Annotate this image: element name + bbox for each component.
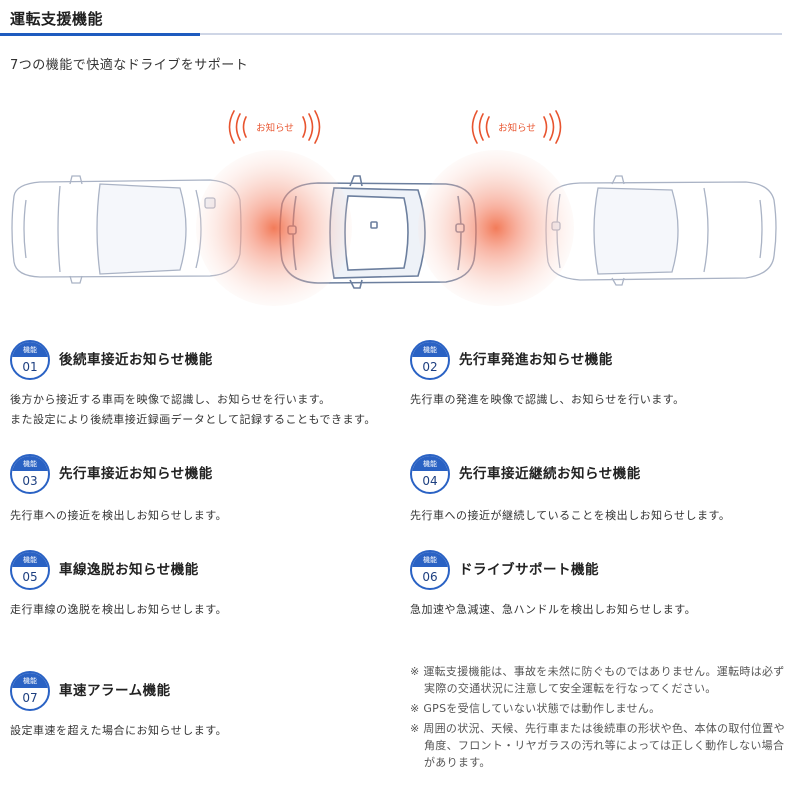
feature-badge: 機能 05 — [10, 550, 50, 590]
feature-badge-label: 機能 — [12, 456, 48, 471]
feature-description: 先行車への接近を検出しお知らせします。 — [10, 509, 228, 522]
rear-alert-glow — [196, 150, 352, 306]
feature-badge-number: 01 — [22, 360, 38, 374]
feature-badge: 機能 01 — [10, 340, 50, 380]
feature-description: また設定により後続車接近録画データとして記録することもできます。 — [10, 413, 376, 426]
page-title: 運転支援機能 — [10, 10, 104, 28]
feature-badge: 機能 04 — [410, 454, 450, 494]
feature-badge-label: 機能 — [412, 552, 448, 567]
feature-title: 先行車発進お知らせ機能 — [459, 352, 613, 368]
notes-list: ※ 運転支援機能は、事故を未然に防ぐものではありません。運転時は必ず実際の交通状… — [410, 663, 790, 774]
feature-description: 急加速や急減速、急ハンドルを検出しお知らせします。 — [410, 603, 697, 616]
feature-description: 先行車への接近が継続していることを検出しお知らせします。 — [410, 509, 731, 522]
note-item: ※ GPSを受信していない状態では動作しません。 — [410, 702, 661, 715]
feature-description: 走行車線の逸脱を検出しお知らせします。 — [10, 603, 228, 616]
feature-description: 先行車の発進を映像で認識し、お知らせを行います。 — [410, 393, 685, 406]
feature-badge: 機能 03 — [10, 454, 50, 494]
rear-alert-label: お知らせ — [256, 122, 294, 134]
feature-badge-number: 05 — [22, 570, 38, 584]
feature-title: 車線逸脱お知らせ機能 — [59, 562, 199, 578]
feature-title: 先行車接近継続お知らせ機能 — [459, 466, 641, 482]
rear-alert-signal — [228, 110, 321, 144]
feature-badge: 機能 06 — [410, 550, 450, 590]
feature-badge-label: 機能 — [12, 552, 48, 567]
feature-description: 設定車速を超えた場合にお知らせします。 — [10, 724, 228, 737]
note-item: ※ 周囲の状況、天候、先行車または後続車の形状や色、本体の取付位置や角度、フロン… — [410, 722, 785, 769]
title-divider — [0, 33, 782, 35]
page-subtitle: 7つの機能で快適なドライブをサポート — [10, 58, 249, 73]
feature-badge-number: 06 — [422, 570, 438, 584]
feature-title: 先行車接近お知らせ機能 — [59, 466, 213, 482]
note-item: ※ 運転支援機能は、事故を未然に防ぐものではありません。運転時は必ず実際の交通状… — [410, 665, 785, 695]
front-alert-glow — [418, 150, 574, 306]
front-car-icon — [545, 175, 777, 286]
feature-badge-label: 機能 — [412, 342, 448, 357]
feature-title: 車速アラーム機能 — [59, 683, 171, 699]
front-alert-label: お知らせ — [498, 122, 536, 134]
front-alert-signal — [471, 110, 562, 144]
feature-title: ドライブサポート機能 — [459, 562, 599, 578]
feature-badge: 機能 07 — [10, 671, 50, 711]
title-divider-accent — [0, 33, 200, 36]
driving-assist-illustration: お知らせ お知らせ — [11, 110, 777, 306]
feature-badge: 機能 02 — [410, 340, 450, 380]
feature-description: 後方から接近する車両を映像で認識し、お知らせを行います。 — [10, 393, 331, 406]
feature-badge-number: 03 — [22, 474, 38, 488]
feature-badge-number: 02 — [422, 360, 438, 374]
feature-badge-label: 機能 — [12, 342, 48, 357]
feature-badge-label: 機能 — [12, 673, 48, 688]
feature-badge-number: 07 — [22, 691, 38, 705]
rear-car-icon — [11, 175, 242, 284]
feature-badge-label: 機能 — [412, 456, 448, 471]
feature-badge-number: 04 — [422, 474, 438, 488]
feature-title: 後続車接近お知らせ機能 — [59, 352, 213, 368]
